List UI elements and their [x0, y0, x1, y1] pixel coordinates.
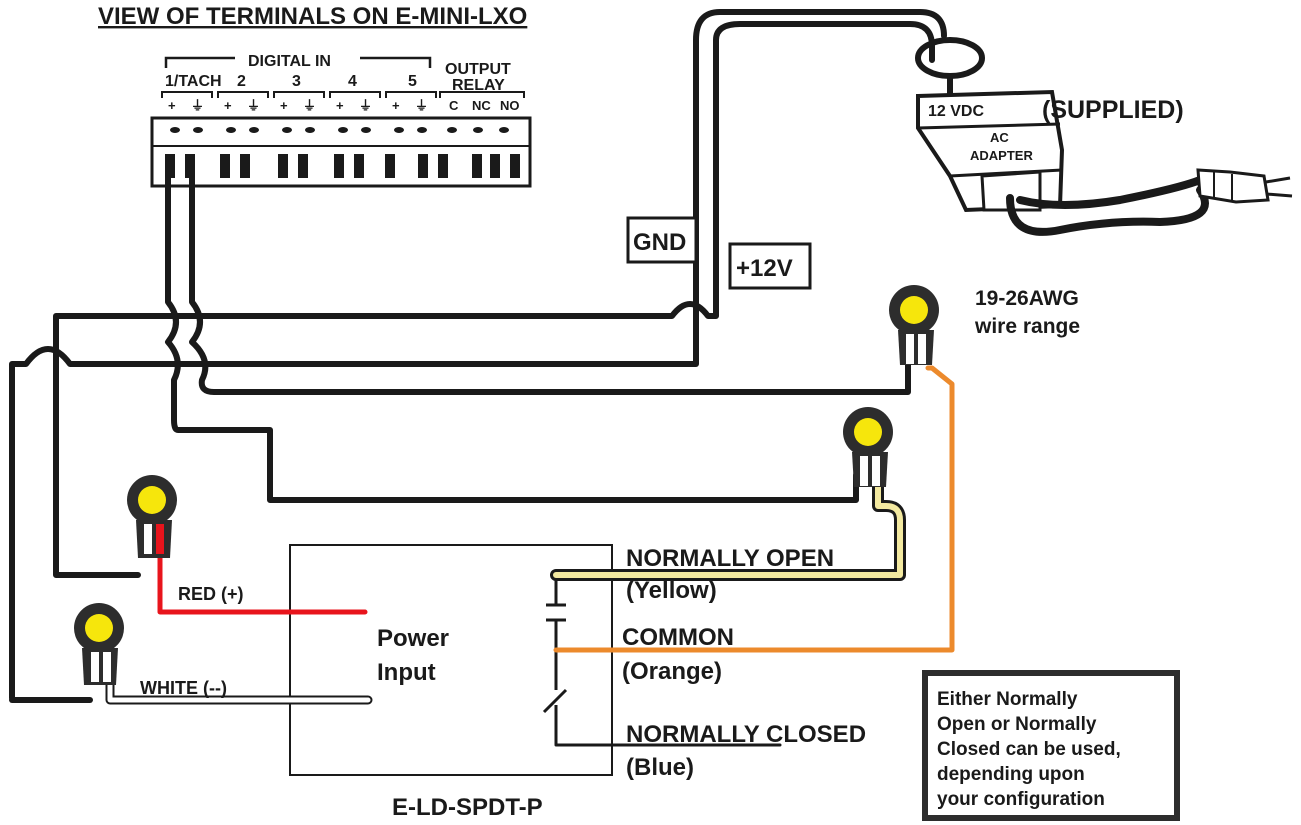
connector-red: [127, 475, 177, 558]
svg-text:⏚: ⏚: [415, 98, 428, 113]
svg-text:NO: NO: [500, 98, 520, 113]
red-wire-label: RED (+): [178, 584, 244, 604]
digital-in-label: DIGITAL IN: [248, 53, 331, 70]
configuration-note: Either Normally Open or Normally Closed …: [922, 670, 1180, 821]
channel-label-4: 4: [348, 73, 357, 90]
terminal-block: DIGITAL IN OUTPUT RELAY 1/TACH 2 3 4 5 +…: [150, 53, 532, 188]
svg-text:+: +: [224, 98, 232, 113]
connector-middle-right: [843, 407, 893, 487]
svg-text:+: +: [392, 98, 400, 113]
svg-text:GND: GND: [633, 229, 686, 256]
normally-closed-color: (Blue): [626, 754, 694, 781]
svg-text:+: +: [280, 98, 288, 113]
power-plug-icon: [1196, 168, 1293, 204]
ac-adapter: 12 VDC AC ADAPTER: [916, 89, 1293, 236]
svg-text:depending upon: depending upon: [937, 764, 1085, 785]
white-wire-label: WHITE (--): [140, 678, 227, 698]
normally-open-label: NORMALLY OPEN: [626, 545, 834, 572]
v12-label-box: +12V: [728, 242, 812, 290]
wire-gauge-label: 19-26AWG: [975, 287, 1079, 310]
svg-text:+: +: [336, 98, 344, 113]
power-input-label: Power: [377, 625, 449, 652]
svg-text:+: +: [168, 98, 176, 113]
power-input-label-2: Input: [377, 659, 436, 686]
connector-top-right: [889, 285, 939, 365]
common-wire: [553, 365, 955, 653]
svg-text:⏚: ⏚: [191, 98, 204, 113]
wire-connectors: [74, 285, 939, 685]
wire-range-label: wire range: [974, 315, 1080, 338]
adapter-label: ADAPTER: [970, 148, 1033, 163]
svg-text:⏚: ⏚: [303, 98, 316, 113]
sensor-box: Power Input: [289, 544, 613, 776]
terminal-polarity-labels: + ⏚ + ⏚ + ⏚ + ⏚ + ⏚ C NC NO: [168, 98, 520, 113]
black-wires: [9, 9, 947, 703]
svg-text:NC: NC: [472, 98, 491, 113]
svg-text:C: C: [449, 98, 459, 113]
sensor-model-label: E-LD-SPDT-P: [392, 794, 543, 821]
channel-label-1: 1/TACH: [165, 73, 222, 90]
common-label: COMMON: [622, 624, 734, 651]
channel-label-2: 2: [237, 73, 246, 90]
normally-closed-label: NORMALLY CLOSED: [626, 721, 866, 748]
output-label: OUTPUT: [445, 61, 511, 78]
adapter-ac: AC: [990, 130, 1009, 145]
adapter-voltage: 12 VDC: [928, 103, 984, 120]
supplied-label: (SUPPLIED): [1042, 96, 1184, 124]
cable-coil: [915, 37, 985, 96]
connector-white: [74, 603, 124, 685]
channel-label-5: 5: [408, 73, 417, 90]
gnd-label-box: GND: [626, 216, 698, 264]
spdt-switch-icon: [542, 575, 568, 745]
svg-text:Either Normally: Either Normally: [937, 689, 1078, 710]
channel-label-3: 3: [292, 73, 301, 90]
diagram-title: VIEW OF TERMINALS ON E-MINI-LXO: [98, 3, 527, 30]
svg-text:Open or Normally: Open or Normally: [937, 714, 1097, 735]
svg-text:⏚: ⏚: [359, 98, 372, 113]
normally-open-wire: [550, 464, 906, 581]
normally-open-color: (Yellow): [626, 577, 717, 604]
common-color: (Orange): [622, 658, 722, 685]
svg-text:Closed can be used,: Closed can be used,: [937, 739, 1121, 760]
relay-label-text: RELAY: [452, 77, 505, 94]
svg-text:⏚: ⏚: [247, 98, 260, 113]
svg-text:your configuration: your configuration: [937, 789, 1105, 810]
svg-text:+12V: +12V: [736, 255, 793, 282]
